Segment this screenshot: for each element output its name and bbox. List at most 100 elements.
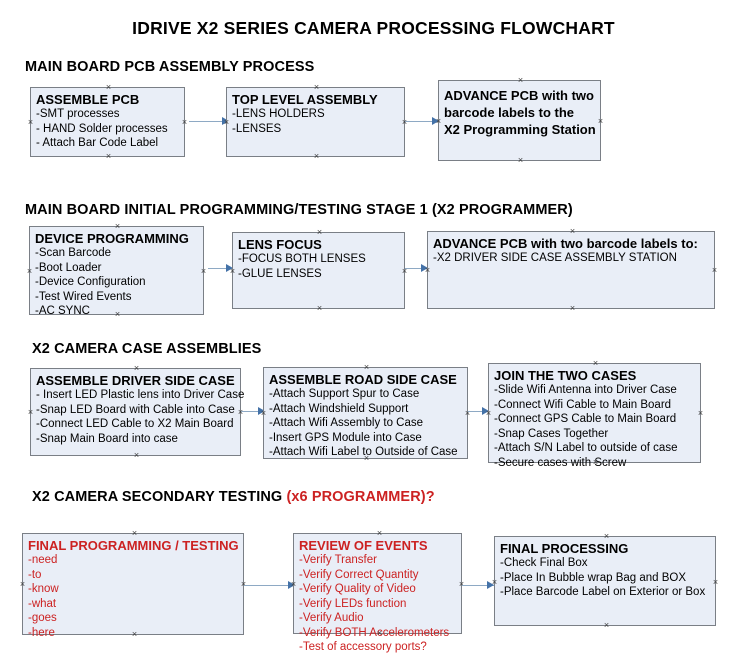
node-final-processing[interactable]: FINAL PROCESSING -Check Final Box -Place… — [494, 536, 716, 626]
anchor-bottom — [363, 455, 370, 462]
node-line: -Connect GPS Cable to Main Board — [494, 413, 677, 425]
anchor-top — [133, 365, 140, 372]
node-join-the-two-cases[interactable]: JOIN THE TWO CASES -Slide Wifi Antenna i… — [485, 360, 701, 469]
node-title: FINAL PROCESSING — [500, 541, 629, 556]
anchor-left — [223, 119, 230, 126]
node-advance-pcb-programming-station[interactable]: ADVANCE PCB with two barcode labels to t… — [438, 80, 601, 161]
anchor-left — [491, 579, 498, 586]
node-line: -Insert GPS Module into Case — [269, 431, 422, 444]
anchor-bottom — [517, 157, 524, 164]
node-line: -here — [28, 626, 55, 639]
anchor-bottom — [376, 630, 383, 637]
anchor-top — [376, 530, 383, 537]
anchor-right — [712, 579, 719, 586]
anchor-top — [592, 360, 599, 367]
anchor-bottom — [114, 311, 121, 318]
node-title: REVIEW OF EVENTS — [299, 538, 428, 553]
node-assemble-driver-side-case[interactable]: ASSEMBLE DRIVER SIDE CASE - Insert LED P… — [27, 365, 244, 459]
node-line: -to — [28, 568, 42, 581]
anchor-top — [363, 364, 370, 371]
anchor-bottom — [105, 153, 112, 160]
node-line: -Device Configuration — [35, 276, 146, 288]
node-line: -Slide Wifi Antenna into Driver Case — [494, 384, 677, 396]
node-line: -Verify BOTH Accelerometers — [299, 626, 450, 639]
node-line-overflow: -Test of accessory ports? — [299, 641, 427, 653]
node-title: ASSEMBLE DRIVER SIDE CASE — [36, 373, 235, 388]
node-line: -AC SYNC — [35, 305, 90, 317]
connector-line — [462, 585, 495, 586]
node-device-programming[interactable]: DEVICE PROGRAMMING -Scan Barcode -Boot L… — [26, 226, 207, 318]
section-heading-x2-camera-case-assemblies: X2 CAMERA CASE ASSEMBLIES — [32, 341, 261, 357]
anchor-bottom — [316, 305, 323, 312]
node-line: -need — [28, 554, 58, 566]
connector-line — [468, 411, 490, 412]
node-line: -X2 DRIVER SIDE CASE ASSEMBLY STATION — [433, 252, 677, 264]
node-final-programming-testing[interactable]: FINAL PROGRAMMING / TESTING -need -to -k… — [19, 533, 244, 639]
node-line: - HAND Solder processes — [36, 122, 168, 135]
node-line: -Snap Main Board into case — [36, 432, 178, 445]
node-title: LENS FOCUS — [238, 237, 322, 252]
node-top-level-assembly[interactable]: TOP LEVEL ASSEMBLY -LENS HOLDERS -LENSES — [226, 87, 405, 157]
node-title: DEVICE PROGRAMMING — [35, 231, 189, 246]
connector-line — [241, 411, 266, 412]
node-title: ADVANCE PCB with two barcode labels to: — [433, 236, 698, 251]
section-heading-text: X2 CAMERA SECONDARY TESTING — [32, 489, 287, 505]
node-assemble-pcb[interactable]: ASSEMBLE PCB -SMT processes - HAND Solde… — [30, 87, 185, 157]
anchor-top — [105, 84, 112, 91]
anchor-left — [290, 581, 297, 588]
anchor-left — [485, 410, 492, 417]
anchor-right — [711, 267, 718, 274]
node-line: -know — [28, 583, 59, 595]
node-title: FINAL PROGRAMMING / TESTING — [28, 538, 239, 553]
node-title-line-2: barcode labels to the — [444, 105, 575, 120]
anchor-right — [181, 119, 188, 126]
node-line: -Attach S/N Label to outside of case — [494, 442, 678, 454]
node-line: -GLUE LENSES — [238, 267, 322, 280]
node-advance-pcb-driver-side-case[interactable]: ADVANCE PCB with two barcode labels to: … — [427, 231, 715, 309]
anchor-left — [26, 268, 33, 275]
node-lens-focus[interactable]: LENS FOCUS -FOCUS BOTH LENSES -GLUE LENS… — [232, 232, 405, 309]
anchor-top — [316, 229, 323, 236]
node-line: -Verify Correct Quantity — [299, 568, 419, 581]
node-line: -Attach Windshield Support — [269, 402, 409, 415]
anchor-right — [401, 268, 408, 275]
anchor-bottom — [131, 631, 138, 638]
page-title: IDRIVE X2 SERIES CAMERA PROCESSING FLOWC… — [132, 18, 615, 38]
node-review-of-events[interactable]: REVIEW OF EVENTS -Verify Transfer -Verif… — [290, 530, 462, 653]
anchor-top — [569, 228, 576, 235]
node-line: -Place In Bubble wrap Bag and BOX — [500, 571, 687, 584]
node-line: -Connect LED Cable to X2 Main Board — [36, 418, 234, 430]
anchor-bottom — [569, 305, 576, 312]
node-line: -LENSES — [232, 122, 282, 135]
node-title: ASSEMBLE ROAD SIDE CASE — [269, 372, 457, 387]
anchor-left — [27, 119, 34, 126]
anchor-left — [260, 410, 267, 417]
anchor-left — [27, 409, 34, 416]
anchor-bottom — [603, 622, 610, 629]
node-line: -Boot Loader — [35, 261, 102, 274]
node-title: ADVANCE PCB with two — [444, 88, 594, 103]
node-line: -Test Wired Events — [35, 290, 132, 303]
anchor-left — [19, 581, 26, 588]
node-title-line-3: X2 Programming Station — [444, 122, 596, 137]
node-line: -Scan Barcode — [35, 247, 112, 259]
node-line: -Snap Cases Together — [494, 427, 609, 440]
node-line: -Verify LEDs function — [299, 597, 407, 610]
node-title: ASSEMBLE PCB — [36, 92, 140, 107]
anchor-bottom — [133, 452, 140, 459]
section-heading-accent: (x6 PROGRAMMER)? — [286, 489, 435, 505]
node-line: - Attach Bar Code Label — [36, 137, 159, 149]
node-line: -Check Final Box — [500, 557, 588, 569]
node-line: -Connect Wifi Cable to Main Board — [494, 398, 672, 411]
anchor-bottom — [313, 153, 320, 160]
node-line: -Attach Support Spur to Case — [269, 388, 420, 400]
node-line: -goes — [28, 612, 57, 624]
anchor-top — [313, 84, 320, 91]
node-assemble-road-side-case[interactable]: ASSEMBLE ROAD SIDE CASE -Attach Support … — [263, 367, 468, 459]
node-line: -FOCUS BOTH LENSES — [238, 253, 366, 265]
node-line: -Attach Wifi Assembly to Case — [269, 417, 424, 429]
node-line: -Verify Transfer — [299, 554, 377, 566]
connector-line — [189, 121, 225, 122]
anchor-right — [200, 268, 207, 275]
